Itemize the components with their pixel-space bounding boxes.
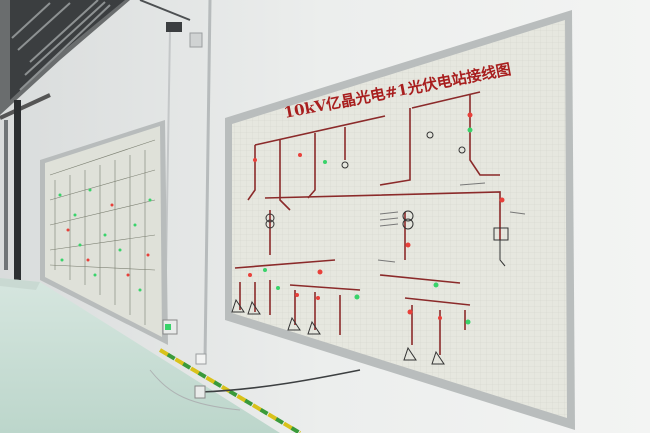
left-mimic-panel xyxy=(40,120,178,345)
wall-sensor xyxy=(166,22,182,32)
component-symbols xyxy=(231,131,509,365)
wall-outlet xyxy=(195,353,207,365)
indicator-lights-green xyxy=(263,127,473,325)
pipe-left xyxy=(14,100,21,280)
pipe-left-2 xyxy=(4,120,8,270)
indicator-lights-red xyxy=(248,112,505,320)
floor xyxy=(0,278,280,433)
floor-cable xyxy=(149,348,361,433)
ceiling-cable-tray xyxy=(0,0,130,120)
conduit-vertical xyxy=(203,0,212,361)
main-mimic-panel: 10kV亿晶光电#1光伏电站接线图 xyxy=(225,10,575,430)
